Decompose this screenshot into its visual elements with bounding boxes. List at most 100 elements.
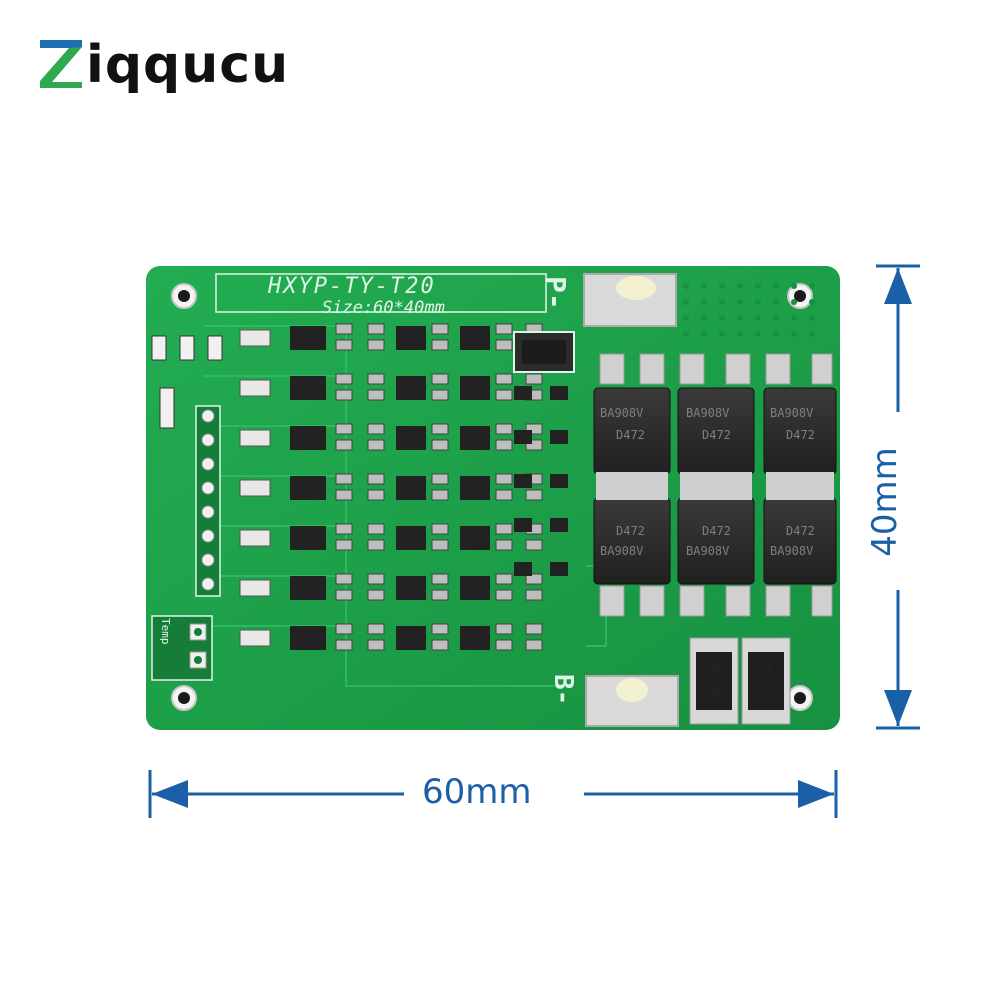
smd-resistor (495, 589, 513, 601)
smd-resistor (495, 339, 513, 351)
smd-resistor (495, 489, 513, 501)
smd-resistor (431, 639, 449, 651)
smd-resistor (335, 573, 353, 585)
smd-ic (396, 426, 426, 450)
smd-led (239, 629, 271, 647)
smd-resistor (335, 623, 353, 635)
via-dot (809, 331, 815, 337)
smd-resistor (367, 439, 385, 451)
smd-resistor (367, 489, 385, 501)
smd-transistor (514, 386, 532, 400)
smd-resistor (335, 539, 353, 551)
via-dot (719, 315, 725, 321)
smd-ic (396, 576, 426, 600)
smd-resistor (431, 623, 449, 635)
smd-resistor (525, 639, 543, 651)
smd-resistor (525, 423, 543, 435)
smd-resistor (335, 589, 353, 601)
width-dimension-label: 60mm (408, 772, 546, 812)
smd-resistor (495, 539, 513, 551)
smd-ic (290, 376, 326, 400)
via-dot (773, 315, 779, 321)
smd-resistor (335, 423, 353, 435)
via-dot (719, 331, 725, 337)
smd-resistor (495, 623, 513, 635)
smd-resistor (367, 423, 385, 435)
smd-transistor (550, 386, 568, 400)
height-dimension-label: 40mm (864, 439, 905, 565)
smd-resistor (525, 489, 543, 501)
smd-transistor (514, 518, 532, 532)
smd-resistor (431, 523, 449, 535)
brand-name: iqqucu (86, 35, 290, 95)
via-dot (791, 283, 797, 289)
mosfet-6-label-a: D472 (786, 524, 815, 538)
via-dot (719, 283, 725, 289)
smd-resistor (495, 373, 513, 385)
smd-resistor (495, 423, 513, 435)
via-dot (737, 283, 743, 289)
smd-ic (290, 326, 326, 350)
via-dot (755, 315, 761, 321)
smd-resistor (367, 639, 385, 651)
pcb-artwork (146, 266, 840, 730)
smd-resistor (431, 489, 449, 501)
via-dot (755, 299, 761, 305)
via-dot (737, 299, 743, 305)
via-dot (791, 331, 797, 337)
smd-resistor (495, 639, 513, 651)
smd-resistor (495, 389, 513, 401)
smd-resistor (431, 473, 449, 485)
via-dot (701, 331, 707, 337)
via-dot (791, 299, 797, 305)
mosfet-1-label-b: D472 (616, 428, 645, 442)
via-dot (773, 299, 779, 305)
smd-resistor (367, 473, 385, 485)
via-dot (809, 299, 815, 305)
pcb-board: HXYP-TY-T20 Size:60*40mm P- B- Temp BA90… (146, 266, 840, 730)
smd-resistor (367, 339, 385, 351)
smd-resistor (431, 439, 449, 451)
via-dot (701, 315, 707, 321)
smd-ic (460, 326, 490, 350)
via-dot (683, 283, 689, 289)
via-dot (683, 331, 689, 337)
smd-resistor (431, 373, 449, 385)
smd-resistor (525, 623, 543, 635)
smd-resistor (367, 323, 385, 335)
smd-resistor (367, 523, 385, 535)
smd-resistor (367, 589, 385, 601)
smd-transistor (514, 430, 532, 444)
smd-led (239, 329, 271, 347)
brand-z-icon (40, 40, 82, 88)
smd-ic (290, 576, 326, 600)
smd-resistor (431, 539, 449, 551)
mosfet-1-label-a: BA908V (600, 406, 644, 420)
smd-transistor (514, 562, 532, 576)
smd-resistor (335, 489, 353, 501)
smd-ic (396, 626, 426, 650)
via-dot (755, 331, 761, 337)
smd-led (239, 429, 271, 447)
smd-resistor (367, 373, 385, 385)
smd-transistor (550, 430, 568, 444)
smd-resistor (495, 439, 513, 451)
smd-resistor (335, 339, 353, 351)
smd-led (239, 529, 271, 547)
via-dot (773, 283, 779, 289)
smd-resistor (525, 439, 543, 451)
smd-resistor (431, 423, 449, 435)
mosfet-4-label-b: BA908V (600, 544, 644, 558)
smd-ic (290, 426, 326, 450)
smd-resistor (525, 573, 543, 585)
smd-ic (460, 426, 490, 450)
smd-resistor (335, 473, 353, 485)
smd-ic (460, 376, 490, 400)
mosfet-5-label-a: D472 (702, 524, 731, 538)
mosfet-5-label-b: BA908V (686, 544, 730, 558)
smd-resistor (367, 389, 385, 401)
via-dot (809, 315, 815, 321)
brand-logo: iqqucu (38, 30, 289, 100)
via-dot (683, 299, 689, 305)
smd-transistor (514, 474, 532, 488)
